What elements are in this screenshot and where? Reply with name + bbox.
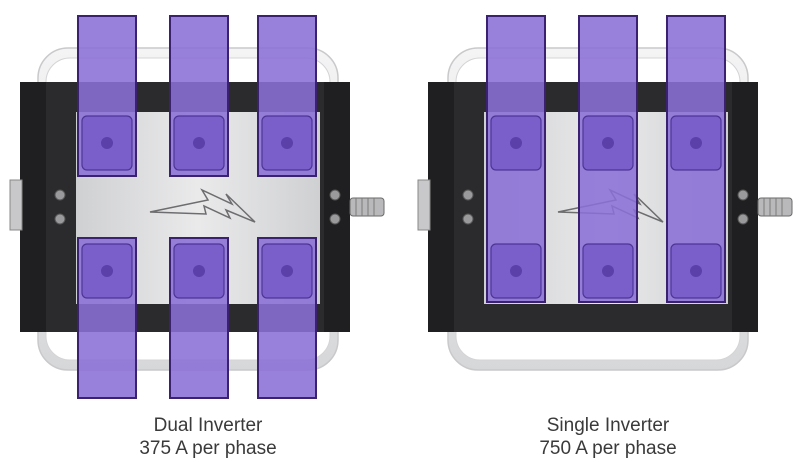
side-connector <box>417 179 431 231</box>
caption-rating: 750 A per phase <box>539 438 677 459</box>
mounting-screws <box>462 189 749 225</box>
single-inverter-caption: Single Inverter 750 A per phase <box>478 414 738 460</box>
dual-inverter-caption: Dual Inverter 375 A per phase <box>78 414 338 460</box>
terminal-holes <box>101 137 293 277</box>
side-connector <box>9 179 23 231</box>
right-flange <box>732 82 758 332</box>
left-flange <box>20 82 46 332</box>
terminal-holes <box>510 137 702 277</box>
caption-title: Dual Inverter <box>153 415 263 436</box>
caption-title: Single Inverter <box>546 415 670 436</box>
coolant-fitting <box>757 197 793 217</box>
coolant-fitting <box>349 197 385 217</box>
caption-rating: 375 A per phase <box>139 438 277 459</box>
single-inverter-module <box>417 15 793 371</box>
right-flange <box>324 82 350 332</box>
dual-inverter-module <box>9 15 385 399</box>
mounting-screws <box>54 189 341 225</box>
left-flange <box>428 82 454 332</box>
lightning-logo <box>149 188 256 223</box>
